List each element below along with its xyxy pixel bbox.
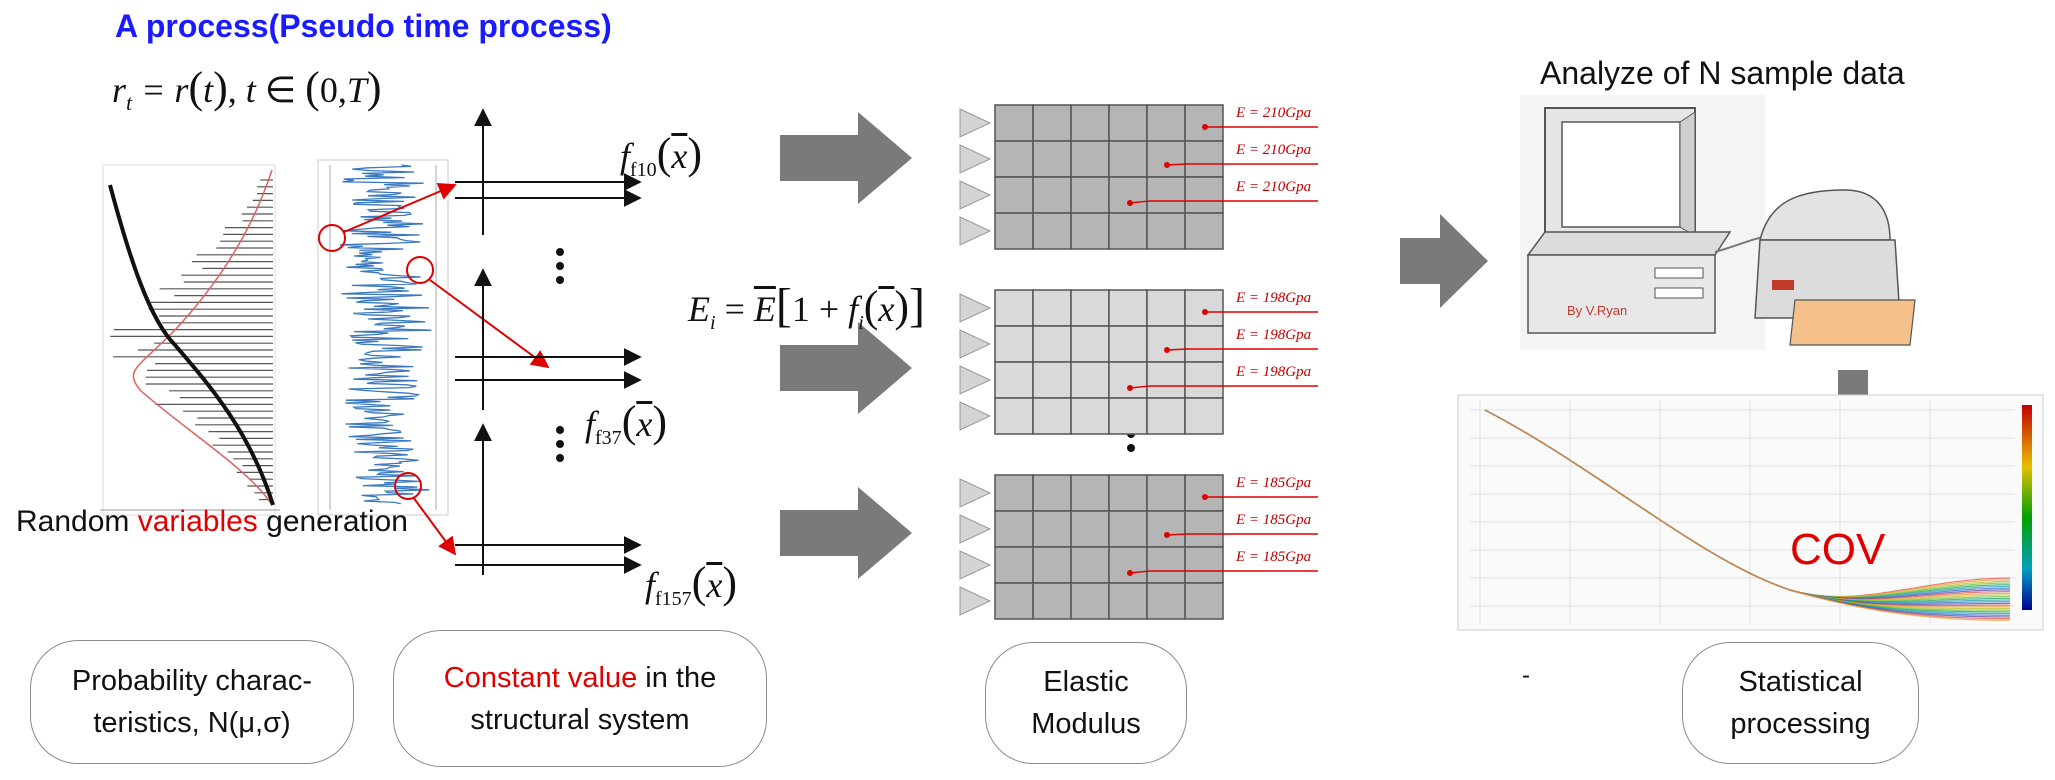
axes-set-2 [455, 268, 642, 410]
support-triangle-icon [959, 514, 992, 544]
function-variable-3: x [706, 565, 723, 605]
function-variable-1: x [671, 136, 688, 176]
modulus-grid-2 [959, 289, 1318, 435]
elastic-formula: Ei = E[1 + fi(x)] [688, 279, 926, 335]
pdf-curve [132, 169, 273, 506]
modulus-value-label: E = 210Gpa [1236, 105, 1312, 121]
support-triangle-icon [959, 329, 992, 359]
support-triangle-icon [959, 144, 992, 174]
support-triangle-icon [959, 216, 992, 246]
modulus-value-label: E = 185Gpa [1236, 549, 1312, 565]
signal-panel [317, 159, 449, 516]
support-triangle-icon [959, 586, 992, 616]
modulus-grids [959, 104, 1318, 620]
random-variables-label: Random variables generation [16, 505, 408, 538]
signal-trace [340, 164, 432, 505]
support-triangle-icon [959, 180, 992, 210]
modulus-value-label: E = 198Gpa [1236, 364, 1312, 380]
support-triangle-icon [959, 478, 992, 508]
modulus-value-label: E = 198Gpa [1236, 327, 1312, 343]
diagram-title: A process(Pseudo time process) [115, 8, 612, 44]
computer-brand: By V.Ryan [1567, 303, 1628, 318]
analyze-title: Analyze of N sample data [1540, 55, 1905, 91]
histogram-bars [110, 179, 273, 501]
elastic-line-2: Modulus [1031, 708, 1141, 740]
sample-arrow-2 [429, 279, 550, 369]
support-triangle-icon [959, 365, 992, 395]
vertical-ellipsis-icon [556, 248, 1135, 462]
histogram-panel [100, 164, 280, 516]
support-triangle-icon [959, 293, 992, 323]
function-label-1: ff10(x) [620, 129, 702, 182]
modulus-value-label: E = 185Gpa [1236, 475, 1312, 491]
function-subscript-3: f157 [655, 588, 692, 611]
cdf-curve [108, 184, 275, 506]
right-arrow-icon [780, 112, 1488, 579]
elastic-modulus-bubble: Elastic Modulus [985, 642, 1187, 764]
support-triangle-icon [959, 401, 992, 431]
statistical-line-1: Statistical [1738, 666, 1863, 698]
probability-line-2: teristics, N(μ,σ) [93, 707, 291, 739]
function-subscript-1: f10 [630, 159, 657, 182]
sample-circle-2 [406, 256, 434, 284]
statistical-processing-bubble: Statistical processing [1682, 642, 1919, 764]
probability-line-1: Probability charac- [71, 665, 313, 697]
modulus-value-label: E = 210Gpa [1236, 142, 1312, 158]
constant-value-line-1: in the [637, 661, 717, 694]
modulus-value-label: E = 210Gpa [1236, 179, 1312, 195]
elastic-line-1: Elastic [1043, 666, 1129, 698]
modulus-value-label: E = 185Gpa [1236, 512, 1312, 528]
constant-value-line-2: structural system [470, 703, 690, 736]
modulus-grid-1 [959, 104, 1318, 250]
function-label-3: ff157(x) [645, 558, 737, 611]
support-triangle-icon [959, 108, 992, 138]
constant-value-bubble: Constant value in the structural system [393, 630, 767, 767]
printer-icon [1754, 189, 1916, 346]
support-triangle-icon [959, 550, 992, 580]
function-label-2: ff37(x) [585, 397, 667, 450]
modulus-value-label: E = 198Gpa [1236, 290, 1312, 306]
constant-value-highlight: Constant value [443, 661, 638, 694]
sample-arrow-1 [343, 183, 457, 233]
sample-arrow-3 [412, 496, 457, 556]
probability-bubble: Probability charac- teristics, N(μ,σ) [30, 640, 354, 764]
function-subscript-2: f37 [595, 427, 622, 450]
axes-set-3 [455, 423, 642, 575]
function-variable-2: x [636, 404, 653, 444]
process-formula: rt = r(t), t ∈ (0,T) [112, 63, 382, 116]
statistical-line-2: processing [1730, 708, 1871, 740]
computer-icon [1520, 95, 1765, 350]
modulus-grid-3 [959, 474, 1318, 620]
cov-chart [1457, 394, 2044, 631]
cov-label: COV [1790, 525, 1886, 574]
axes-set-1 [455, 108, 642, 235]
sample-circle-1 [318, 224, 346, 252]
sample-circle-3 [394, 472, 422, 500]
dash-mark: - [1522, 662, 1530, 689]
